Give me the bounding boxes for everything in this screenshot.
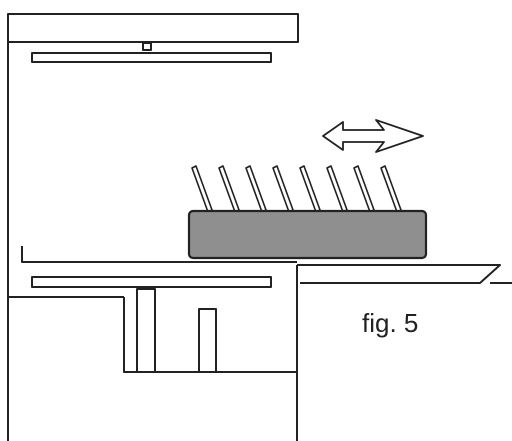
upper-spray-arm <box>31 52 272 63</box>
lower-spray-arm <box>31 276 272 288</box>
sump-pipe <box>136 288 156 373</box>
upper-spray-nozzle <box>142 42 152 51</box>
sump-housing <box>123 297 297 373</box>
plate <box>353 165 375 213</box>
plate <box>218 165 240 213</box>
plate <box>191 165 213 213</box>
figure-label: fig. 5 <box>362 308 419 338</box>
open-door <box>297 264 501 284</box>
dish-rack <box>187 209 428 260</box>
plate <box>299 165 321 213</box>
countertop <box>7 13 299 43</box>
double-arrow-icon <box>322 119 424 153</box>
plates <box>191 165 402 213</box>
plate <box>245 165 267 213</box>
sump-filter <box>198 308 217 373</box>
plate <box>380 165 402 213</box>
plate <box>272 165 294 213</box>
rack-rail <box>21 246 297 263</box>
plate <box>326 165 348 213</box>
